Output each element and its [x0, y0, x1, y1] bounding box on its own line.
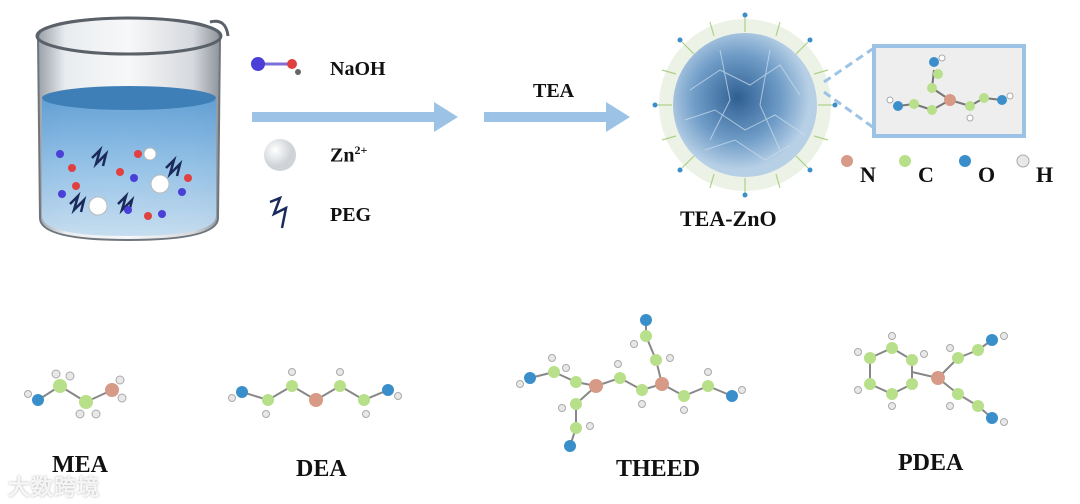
naoh-molecule-icon [248, 52, 308, 82]
atom-label-h: H [1036, 162, 1053, 188]
beaker-illustration [30, 8, 240, 248]
pdea-label: PDEA [898, 450, 963, 477]
hydrogen-atom-icon [1016, 154, 1030, 168]
tea-arrow-label: TEA [533, 80, 574, 103]
carbon-atom-icon [898, 154, 912, 168]
tea-molecule-inset [872, 44, 1026, 138]
dea-label: DEA [296, 456, 347, 483]
zn-ion-symbol: Zn [330, 145, 354, 167]
peg-label: PEG [330, 204, 371, 227]
atom-label-c: C [918, 162, 934, 188]
zn-ion-charge: 2+ [354, 143, 367, 157]
nitrogen-atom-icon [840, 154, 854, 168]
reaction-arrow-2 [484, 102, 634, 132]
watermark-logo: 大数跨境 [8, 470, 100, 502]
mea-molecule [20, 366, 140, 436]
tea-zno-nanoparticle [650, 10, 840, 200]
theed-label: THEED [616, 456, 700, 483]
reaction-arrow-1 [252, 102, 462, 132]
zoom-connector [820, 42, 880, 132]
zn-ion-icon [262, 137, 302, 177]
theed-molecule [512, 308, 752, 458]
atom-label-o: O [978, 162, 995, 188]
peg-chain-icon [266, 194, 296, 234]
tea-zno-label: TEA-ZnO [680, 206, 777, 232]
zn-ion-label: Zn2+ [330, 143, 367, 168]
atom-label-n: N [860, 162, 876, 188]
dea-molecule [222, 362, 412, 432]
naoh-label: NaOH [330, 58, 386, 81]
pdea-molecule [840, 328, 1020, 438]
oxygen-atom-icon [958, 154, 972, 168]
